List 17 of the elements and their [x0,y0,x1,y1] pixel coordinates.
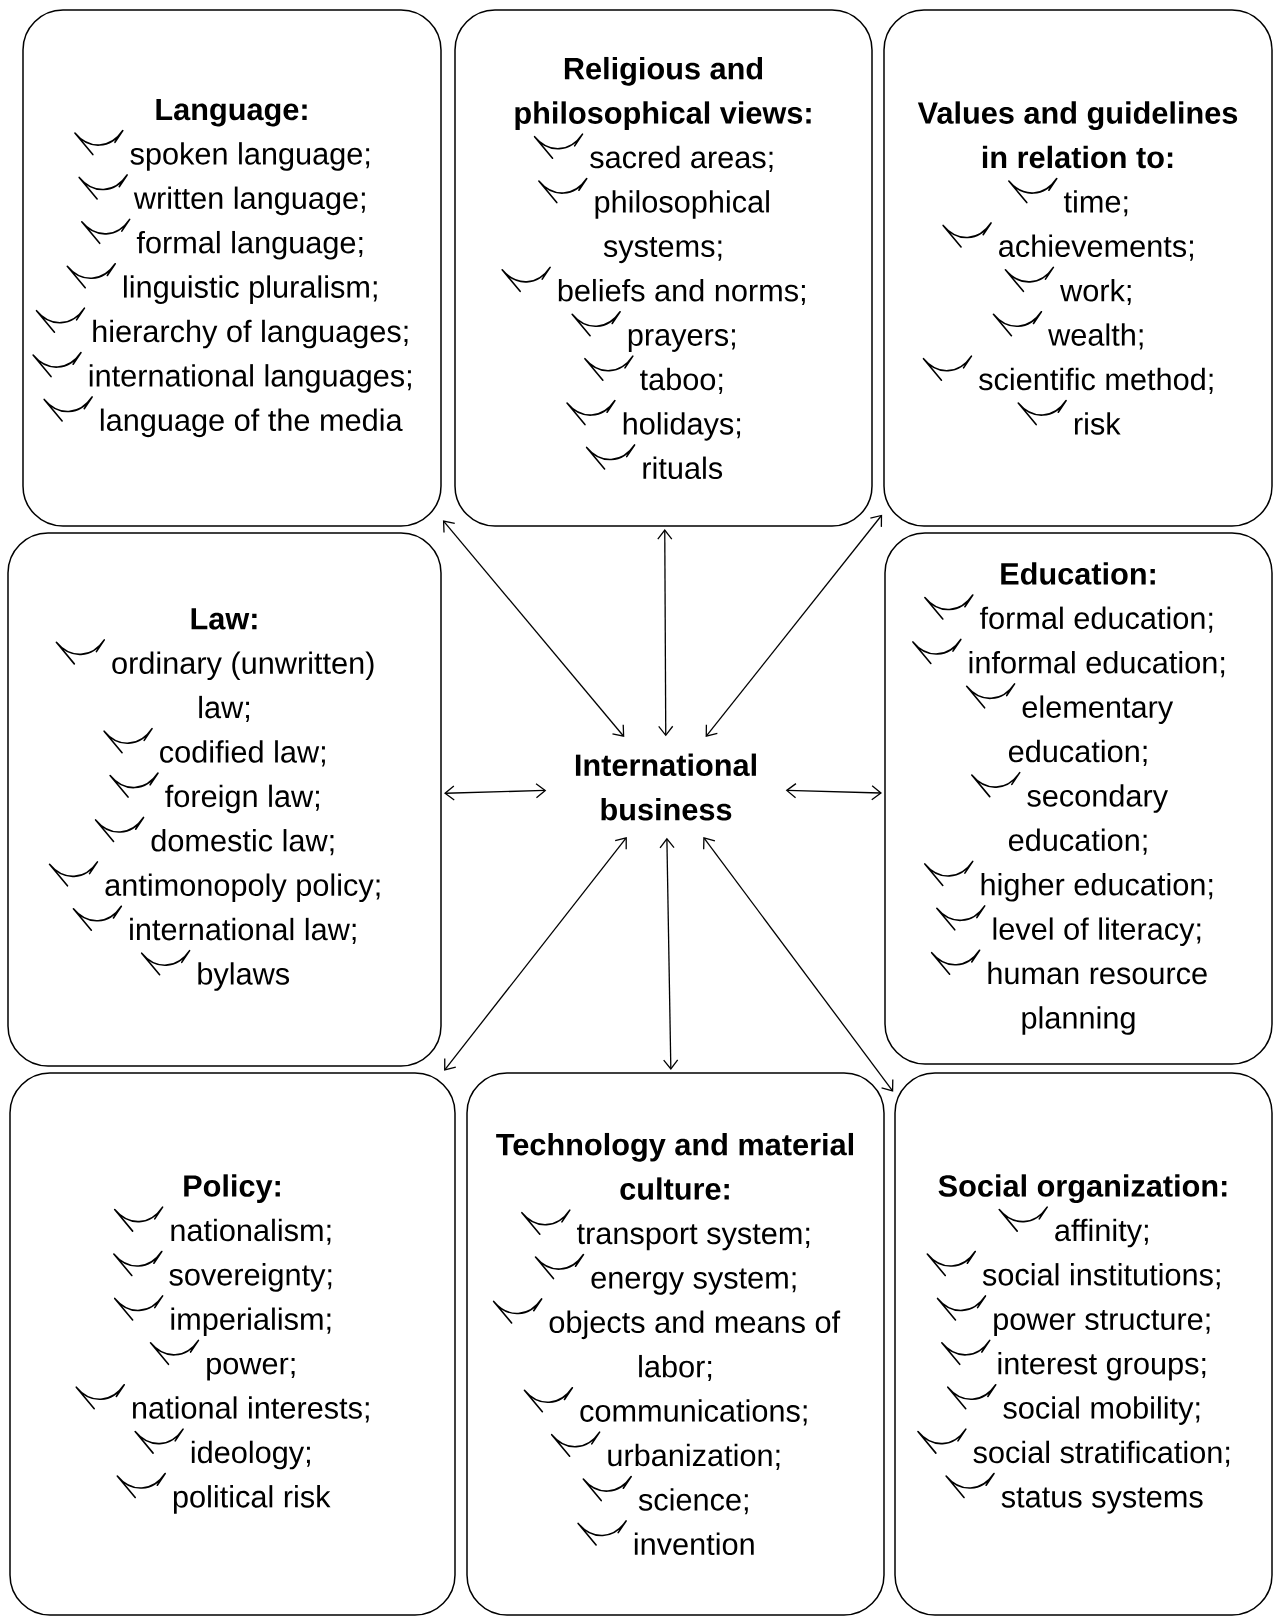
topic-box: Policy: nationalism; sovereignty; imperialism; power; national interests; ideology; political risk [9,1072,456,1616]
arrow [705,514,883,737]
topic-box: Law: ordinary (unwritten) law; codified law; foreign law; domestic law; antimonopoly policy; international law; bylaws [7,532,442,1067]
arrow [785,783,882,801]
arrow [659,837,679,1070]
center-label: International business [575,753,756,821]
topic-box: Values and guidelines in relation to: time; achievements; work; wealth; scientific method; risk [883,9,1273,527]
topic-box: Religious and philosophical views: sacred areas; philosophical systems; beliefs and norms; prayers; taboo; holidays; rituals [454,9,873,527]
arrow [657,529,674,737]
arrow [444,783,547,801]
topic-box: Technology and material culture: transport system; energy system; objects and means of labor; communications; urbanization; science; invention [466,1072,885,1616]
arrow [444,837,627,1071]
topic-box: Social organization: affinity; social institutions; power structure; interest groups; social mobility; social stratification; status systems [894,1072,1273,1616]
arrow [442,520,625,738]
arrow [703,837,894,1092]
topic-box: Language: spoken language; written language; formal language; linguistic pluralism; hierarchy of languages; international languages; language of the media [22,9,442,527]
topic-box: Education: formal education; informal education; elementary education; secondary education; higher education; level of literacy; human resource planning [884,532,1273,1065]
